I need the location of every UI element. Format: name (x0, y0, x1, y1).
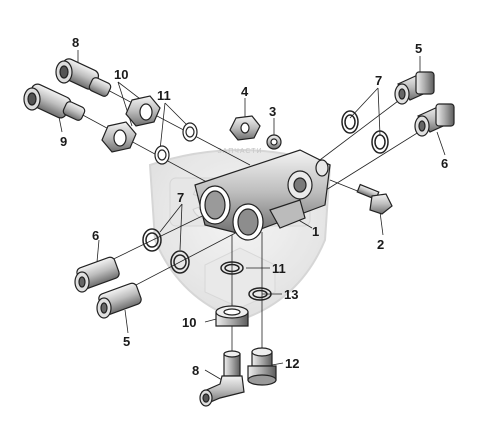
fitting-5-upper (394, 71, 435, 105)
fitting-5-lower (96, 282, 142, 319)
washers-11-upper (154, 122, 198, 165)
watermark-caption: ЗАПЧАСТИ (217, 148, 262, 155)
axis-line (84, 77, 251, 166)
callout-3: 3 (269, 104, 276, 119)
callout-13: 13 (284, 287, 298, 302)
callout-6-lower: 6 (92, 228, 99, 243)
callout-7-upper: 7 (375, 73, 382, 88)
banjo-fitting-upper (55, 58, 112, 97)
nut-4 (229, 115, 261, 141)
callout-2: 2 (377, 237, 384, 252)
washer-13 (248, 287, 272, 301)
callout-10-upper: 10 (114, 67, 128, 82)
nut-10-upper (101, 95, 161, 153)
bolt-2 (356, 183, 393, 215)
callout-12: 12 (285, 356, 299, 371)
seal-rings-7-upper (341, 110, 389, 154)
callout-5-upper: 5 (415, 41, 422, 56)
callout-11-upper: 11 (157, 88, 171, 103)
manifold-body (194, 149, 331, 241)
washer-11-lower (220, 261, 244, 275)
washer-3 (266, 134, 282, 150)
callout-10-lower: 10 (182, 315, 196, 330)
callout-9: 9 (60, 134, 67, 149)
axis-line (114, 227, 246, 297)
callout-7-lower: 7 (177, 190, 184, 205)
nut-10-lower (215, 305, 249, 327)
banjo-fitting-9 (23, 83, 86, 121)
callout-5-lower: 5 (123, 334, 130, 349)
fitting-6-lower (74, 256, 120, 293)
callout-1: 1 (312, 224, 319, 239)
callout-6-upper: 6 (441, 156, 448, 171)
callout-8-lower: 8 (192, 363, 199, 378)
callout-labels: 8 10 11 9 4 3 5 7 6 2 1 7 6 5 11 13 10 1… (60, 35, 448, 378)
callout-8-upper: 8 (72, 35, 79, 50)
watermark-emblem (204, 247, 276, 309)
callout-11-lower: 11 (272, 261, 286, 276)
fitting-6-upper (414, 103, 455, 137)
plug-12 (247, 347, 277, 386)
banjo-fitting-lower (199, 350, 245, 407)
callout-4: 4 (241, 84, 249, 99)
axis-line (309, 124, 431, 201)
seal-rings-7-lower (142, 228, 190, 274)
